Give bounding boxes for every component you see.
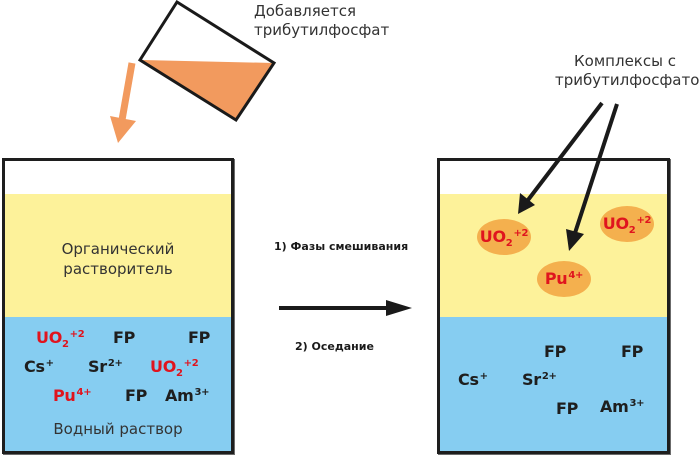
ion-pu: Pu4+ <box>53 386 92 405</box>
ion-sr: Sr2+ <box>522 370 557 389</box>
process-arrow-icon <box>279 300 412 316</box>
ion-pu: Pu4+ <box>544 269 584 288</box>
step-2-label: 2) Оседание <box>295 340 374 353</box>
ion-fp: FP <box>125 386 148 405</box>
ion-sr: Sr2+ <box>88 357 123 376</box>
left-beaker: Органический растворитель UO2+2 FP FP Cs… <box>2 158 234 454</box>
ion-uo2: UO2+2 <box>150 357 199 379</box>
top-caption: Добавляется трибутилфосфат <box>254 2 389 40</box>
ion-uo2: UO2+2 <box>602 214 652 236</box>
organic-label-line1: Органический <box>61 240 175 258</box>
ion-am: Am3+ <box>600 397 645 416</box>
right-aqueous-phase: FP FP Cs+ Sr2+ FP Am3+ <box>440 317 667 451</box>
aqueous-label: Водный раствор <box>53 420 183 438</box>
step-1-label: 1) Фазы смешивания <box>274 240 409 253</box>
right-organic-phase: UO2+2 UO2+2 Pu4+ <box>440 194 667 317</box>
top-caption-line2: трибутилфосфат <box>254 21 390 39</box>
ion-cs: Cs+ <box>458 370 488 389</box>
right-caption: Комплексы с трибутилфосфатом <box>555 52 700 90</box>
top-caption-line1: Добавляется <box>254 2 357 20</box>
tilted-container-outline <box>137 0 277 123</box>
organic-label-line2: растворитель <box>63 260 173 278</box>
pour-arrow-icon <box>110 62 136 143</box>
tbp-liquid-fill <box>142 60 274 120</box>
ion-am: Am3+ <box>165 386 210 405</box>
left-aqueous-phase: UO2+2 FP FP Cs+ Sr2+ UO2+2 Pu4+ FP Am3+ … <box>5 317 231 451</box>
right-beaker: UO2+2 UO2+2 Pu4+ FP FP Cs+ Sr2+ FP Am3+ <box>437 158 670 454</box>
left-organic-phase: Органический растворитель <box>5 194 231 317</box>
ion-fp: FP <box>556 399 579 418</box>
organic-label: Органический растворитель <box>5 239 231 279</box>
ion-fp: FP <box>621 342 644 361</box>
ion-cs: Cs+ <box>24 357 54 376</box>
ion-uo2: UO2+2 <box>36 328 85 350</box>
complex-uo2: UO2+2 <box>477 219 531 255</box>
ion-uo2: UO2+2 <box>479 227 529 249</box>
ion-fp: FP <box>544 342 567 361</box>
right-caption-line2: трибутилфосфатом <box>555 71 700 89</box>
right-caption-line1: Комплексы с <box>574 52 676 70</box>
ion-fp: FP <box>113 328 136 347</box>
complex-uo2: UO2+2 <box>600 206 654 242</box>
complex-pu: Pu4+ <box>537 261 591 297</box>
ion-fp: FP <box>188 328 211 347</box>
